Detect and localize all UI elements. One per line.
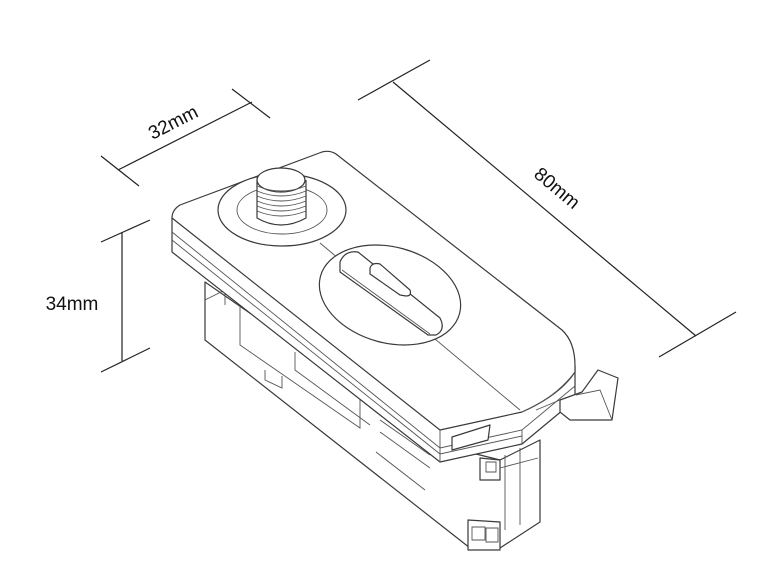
height-dimension: 34mm: [46, 219, 151, 373]
adapter-body: [171, 150, 619, 551]
length-label: 80mm: [530, 164, 584, 214]
screw-thread: [256, 185, 307, 217]
width-dimension: 32mm: [100, 88, 271, 187]
width-label: 32mm: [145, 102, 202, 145]
height-label: 34mm: [46, 294, 99, 315]
